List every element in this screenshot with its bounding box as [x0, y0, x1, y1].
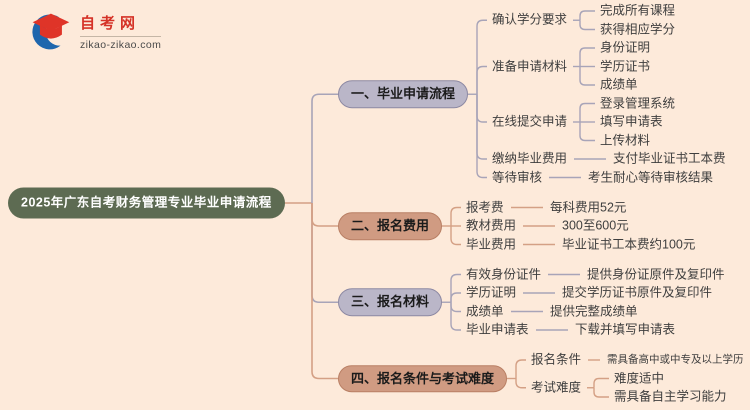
- leaf-topic[interactable]: 毕业证书工本费约100元: [562, 237, 696, 251]
- leaf-topic[interactable]: 难度适中: [614, 371, 665, 385]
- sub-topic[interactable]: 等待审核: [492, 170, 543, 184]
- connector-line: [579, 102, 595, 122]
- sub-topic[interactable]: 学历证明: [466, 285, 517, 300]
- connector-line: [311, 203, 338, 304]
- branch-node[interactable]: 一、毕业申请流程: [338, 80, 469, 109]
- sub-topic[interactable]: 缴纳毕业费用: [492, 151, 568, 166]
- connector-line: [476, 94, 487, 123]
- logo-text: 自考网 zikao-zikao.com: [80, 12, 162, 51]
- leaf-topic[interactable]: 成绩单: [600, 77, 638, 92]
- branch-node[interactable]: 三、报名材料: [338, 288, 443, 317]
- site-logo[interactable]: 自考网 zikao-zikao.com: [28, 9, 162, 53]
- connector-line: [450, 302, 461, 331]
- branch-node[interactable]: 二、报名费用: [338, 212, 443, 240]
- leaf-topic[interactable]: 需具备自主学习能力: [614, 389, 727, 404]
- connector-line: [579, 10, 595, 21]
- connector-line: [450, 226, 461, 246]
- connector-line: [593, 377, 609, 388]
- connector-line: [476, 94, 487, 179]
- leaf-topic[interactable]: 提供完整成绩单: [550, 304, 638, 318]
- logo-divider: [80, 35, 162, 37]
- leaf-topic[interactable]: 填写申请表: [600, 114, 663, 129]
- connector-line: [450, 273, 461, 303]
- sub-topic[interactable]: 成绩单: [466, 304, 504, 318]
- leaf-topic[interactable]: 支付毕业证书工本费: [613, 151, 726, 166]
- connector-line: [515, 359, 526, 379]
- leaf-topic[interactable]: 提交学历证书原件及复印件: [562, 285, 713, 300]
- branch-node[interactable]: 四、报名条件与考试难度: [338, 364, 508, 393]
- leaf-topic[interactable]: 考生耐心等待审核结果: [588, 170, 714, 184]
- root-topic[interactable]: 2025年广东自考财务管理专业毕业申请流程: [8, 187, 285, 219]
- sub-topic[interactable]: 报考费: [466, 200, 504, 214]
- connector-line: [476, 65, 487, 95]
- connector-line: [515, 378, 526, 389]
- connector-line: [579, 20, 595, 31]
- sub-topic[interactable]: 确认学分要求: [492, 12, 568, 27]
- leaf-topic[interactable]: 300至600元: [562, 218, 629, 233]
- sub-topic[interactable]: 考试难度: [531, 380, 582, 395]
- sub-topic[interactable]: 毕业费用: [466, 237, 517, 251]
- leaf-topic[interactable]: 每科费用52元: [550, 200, 627, 214]
- leaf-topic[interactable]: 上传材料: [600, 133, 651, 147]
- connector-line: [476, 94, 487, 160]
- connector-line: [311, 203, 338, 227]
- leaf-topic[interactable]: 完成所有课程: [600, 3, 676, 18]
- sub-topic[interactable]: 报名条件: [531, 352, 582, 367]
- sub-topic[interactable]: 有效身份证件: [466, 267, 542, 281]
- graduation-cap-icon: [32, 13, 70, 50]
- connector-line: [450, 292, 461, 303]
- connector-line: [450, 206, 461, 226]
- sub-topic[interactable]: 准备申请材料: [492, 59, 568, 73]
- leaf-topic[interactable]: 登录管理系统: [600, 96, 676, 110]
- connector-line: [579, 66, 595, 86]
- connector-line: [593, 387, 609, 398]
- leaf-topic[interactable]: 需具备高中或中专及以上学历: [607, 353, 744, 366]
- connector-line: [579, 47, 595, 67]
- leaf-topic[interactable]: 获得相应学分: [600, 22, 676, 36]
- connector-line: [476, 19, 487, 95]
- site-name: 自考网: [80, 14, 141, 32]
- connector-line: [579, 122, 595, 142]
- leaf-topic[interactable]: 学历证书: [600, 59, 651, 73]
- sub-topic[interactable]: 毕业申请表: [466, 322, 529, 337]
- connector-line: [311, 203, 338, 380]
- connector-line: [311, 93, 338, 203]
- sub-topic[interactable]: 教材费用: [466, 218, 517, 233]
- leaf-topic[interactable]: 身份证明: [600, 40, 651, 55]
- site-url: zikao-zikao.com: [80, 38, 162, 51]
- leaf-topic[interactable]: 提供身份证原件及复印件: [587, 267, 725, 281]
- sub-topic[interactable]: 在线提交申请: [492, 114, 568, 129]
- leaf-topic[interactable]: 下载并填写申请表: [575, 322, 676, 337]
- connector-line: [450, 302, 461, 313]
